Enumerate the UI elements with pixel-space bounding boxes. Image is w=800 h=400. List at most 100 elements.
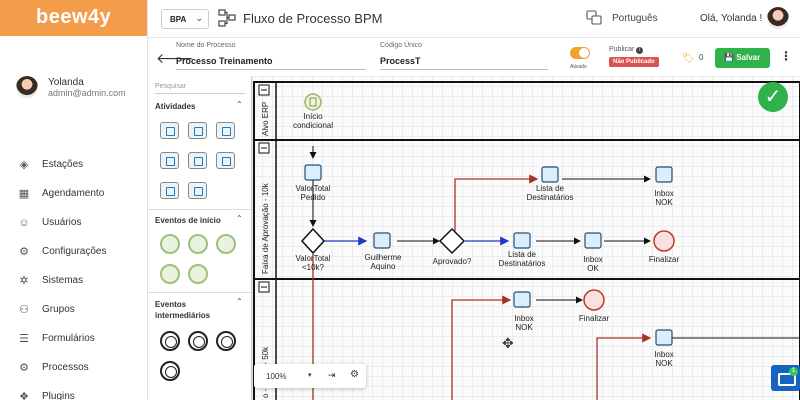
service-task-tile[interactable] [188,152,207,169]
intermediate-message-tile[interactable] [216,331,236,351]
user-task-tile[interactable] [188,122,207,139]
mail-task-node[interactable] [655,329,673,346]
lane-label: Faixa de Aprovação - 10k [261,182,270,274]
conditional-start-tile[interactable] [188,234,208,254]
sidebar-item-label: Usuários [42,217,82,228]
sidebar-item-label: Estações [42,159,84,170]
chevron-down-icon: ⌄ [195,13,203,23]
sidebar-item-label: Sistemas [42,275,84,286]
save-button[interactable]: 💾 Salvar [715,48,770,68]
info-icon[interactable]: i [636,47,644,54]
brand-logo[interactable]: beew4y [0,0,147,36]
manual-task-tile[interactable] [160,182,179,199]
conditional-start-event[interactable] [304,93,322,111]
sidebar-item-label: Plugins [42,391,75,400]
node-label: ValorTotal<10k? [296,254,331,272]
back-arrow-icon[interactable]: 🡐 [156,50,194,66]
group-icon: ⚇ [19,303,29,316]
chevron-up-icon[interactable]: ⌃ [236,100,243,109]
sidebar-item-label: Grupos [42,304,75,315]
fit-screen-icon[interactable]: ⇥ [328,370,336,380]
avatar[interactable] [767,7,789,29]
zoom-toolbar: 100% ▾ ⇥ ⚙ [254,364,366,388]
mail-task-tile[interactable] [216,122,235,139]
timer-start-tile[interactable] [160,264,180,284]
bpmn-canvas[interactable]: Alvo ERP Faixa de Aprovação - 10k o - 10… [252,76,800,400]
task-node[interactable] [513,232,531,249]
task-node[interactable] [304,164,322,181]
task-tile[interactable] [160,122,179,139]
sidebar-item-agendamento[interactable]: ▦Agendamento [0,179,147,208]
help-chat-button[interactable]: 1 [771,365,800,391]
chevron-up-icon[interactable]: ⌃ [236,297,243,306]
sidebar-item-grupos[interactable]: ⚇ Grupos [0,295,147,324]
sidebar-item-label: Configurações [42,246,107,257]
chevron-down-icon[interactable]: ▾ [308,372,312,379]
sidebar-menu: ◈Estações ▦Agendamento ☺Usuários ⚙Config… [0,150,147,400]
zoom-level[interactable]: 100% [266,372,287,381]
save-button-label: Salvar [736,53,761,62]
chevron-up-icon[interactable]: ⌃ [236,214,243,223]
sequence-flow[interactable] [451,295,512,400]
sequence-flow[interactable] [596,333,652,400]
process-name-field[interactable]: Processo Treinamento [176,56,366,70]
top-bar: BPA ⌄ Fluxo de Processo BPM Português Ol… [148,0,800,38]
rule-task-tile[interactable] [188,182,207,199]
intermediate-conditional-tile[interactable] [188,331,208,351]
sidebar-item-usuarios[interactable]: ☺Usuários [0,208,147,237]
sidebar-item-processos[interactable]: ⚙Processos [0,353,147,382]
process-name-label: Nome do Processo [176,42,236,49]
notification-badge: 1 [789,367,798,376]
sidebar-item-plugins[interactable]: ❖Plugins [0,382,147,400]
sidebar-item-formularios[interactable]: ☰Formulários [0,324,147,353]
active-toggle[interactable] [570,47,590,59]
message-start-tile[interactable] [216,234,236,254]
tag-count: 0 [699,53,704,62]
intermediate-send-tile[interactable] [160,361,180,381]
divider [148,209,251,210]
more-options-icon[interactable]: ⋮ [780,49,792,63]
node-label: Finalizar [579,314,610,323]
sequence-flow[interactable] [454,174,539,231]
sidebar-item-estacoes[interactable]: ◈Estações [0,150,147,179]
start-event-tile[interactable] [160,234,180,254]
palette-section-intermediate-events[interactable]: Eventos intermediários [155,300,211,320]
palette-search-input[interactable]: Pesquisar [155,83,245,94]
mail-task-node[interactable] [655,166,673,183]
send-task-tile[interactable] [216,152,235,169]
exclusive-gateway[interactable] [438,227,466,255]
palette-section-activities[interactable]: Atividades [155,102,196,111]
intermediate-event-tile[interactable] [160,331,180,351]
process-code-field[interactable]: ProcessT [380,56,548,70]
mail-task-node[interactable] [513,291,531,308]
palette-section-start-events[interactable]: Eventos de início [155,216,221,225]
task-node[interactable] [541,166,559,183]
org-select[interactable]: BPA ⌄ [161,9,209,29]
tag-icon[interactable]: 🏷 [682,53,695,64]
sidebar-item-sistemas[interactable]: ✲Sistemas [0,266,147,295]
plain-start-tile[interactable] [188,264,208,284]
move-cursor-icon: ✥ [502,335,514,351]
script-task-tile[interactable] [160,152,179,169]
active-toggle-label: Ativado [570,64,587,70]
gear-icon[interactable]: ⚙ [350,369,359,380]
process-form-bar: 🡐 Nome do Processo Processo Treinamento … [148,38,800,76]
end-event[interactable] [653,230,675,252]
divider [148,292,251,293]
end-event[interactable] [583,289,605,311]
form-icon: ☰ [19,332,29,345]
translate-icon[interactable] [586,10,602,26]
language-selector[interactable]: Português [612,13,658,24]
avatar[interactable] [16,76,38,98]
sidebar-item-label: Agendamento [42,188,105,199]
user-task-node[interactable] [373,232,391,249]
exclusive-gateway[interactable] [300,227,326,255]
mail-task-node[interactable] [584,232,602,249]
pool[interactable] [253,81,800,400]
sidebar-item-configuracoes[interactable]: ⚙Configurações [0,237,147,266]
validate-button[interactable]: ✓ [758,82,788,112]
